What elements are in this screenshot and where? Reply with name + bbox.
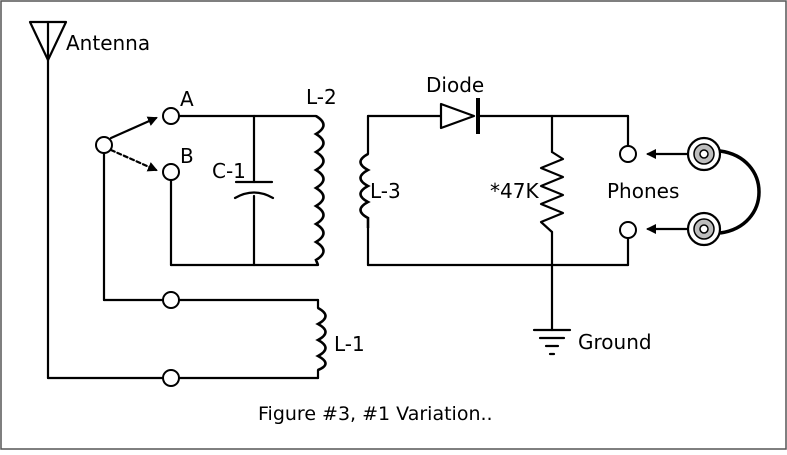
ground-label: Ground bbox=[578, 330, 652, 354]
terminal-b bbox=[162, 163, 180, 181]
coil-l1-wires bbox=[178, 298, 320, 380]
coil-l2-label: L-2 bbox=[306, 85, 337, 109]
diode-symbol bbox=[439, 98, 480, 134]
antenna-symbol bbox=[28, 20, 164, 380]
capacitor-c1-label: C-1 bbox=[212, 159, 246, 183]
coil-l3-label: L-3 bbox=[370, 179, 401, 203]
headphones-icon bbox=[646, 136, 761, 247]
coil-l1-label: L-1 bbox=[334, 332, 365, 356]
coil-l1 bbox=[315, 306, 327, 372]
terminal-b-label: B bbox=[180, 144, 194, 168]
tuning-circuit-wires bbox=[169, 114, 320, 267]
phones-terminal-top bbox=[619, 145, 637, 163]
capacitor-c1 bbox=[233, 180, 275, 200]
coil-l2 bbox=[313, 114, 325, 266]
terminal-a bbox=[162, 107, 180, 125]
resistor-label: *47K bbox=[490, 179, 539, 203]
switch-pivot-terminal bbox=[95, 136, 113, 154]
terminal-l1-bottom bbox=[162, 369, 180, 387]
resistor-47k bbox=[539, 150, 565, 234]
diode-label: Diode bbox=[426, 73, 484, 97]
phones-terminal-bottom bbox=[619, 221, 637, 239]
phones-label: Phones bbox=[607, 179, 679, 203]
figure-caption: Figure #3, #1 Variation.. bbox=[258, 403, 493, 425]
terminal-l1-top bbox=[162, 291, 180, 309]
detector-wires bbox=[366, 114, 630, 332]
terminal-a-label: A bbox=[180, 87, 194, 111]
ground-symbol bbox=[532, 328, 572, 356]
antenna-label: Antenna bbox=[66, 31, 150, 55]
selector-switch bbox=[95, 116, 164, 302]
coil-l3 bbox=[359, 152, 371, 228]
